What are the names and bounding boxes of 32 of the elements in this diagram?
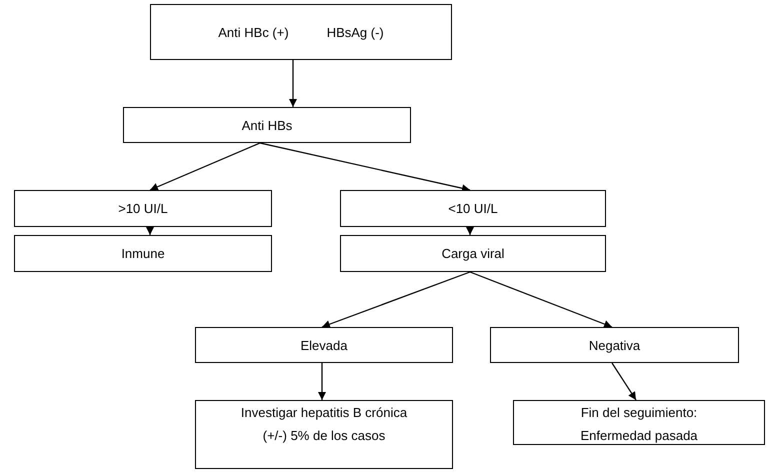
arrow	[612, 362, 636, 400]
box-label: <10 UI/L	[448, 201, 498, 216]
arrow	[289, 60, 297, 107]
arrow	[150, 142, 260, 191]
arrow	[260, 142, 470, 192]
box-label: (+/-) 5% de los casos	[262, 428, 386, 443]
box-label: Anti HBs	[242, 118, 292, 132]
process-box	[195, 327, 453, 363]
process-box	[513, 400, 765, 445]
box-label: Negativa	[588, 338, 640, 352]
process-box	[14, 190, 272, 227]
box-label: Enfermedad pasada	[580, 428, 698, 443]
box-label: Fin del seguimiento:	[580, 405, 698, 420]
process-box	[123, 107, 411, 143]
box-label: Investigar hepatitis B crónica	[240, 405, 408, 420]
process-box	[150, 4, 452, 60]
box-label: >10 UI/L	[118, 201, 168, 216]
process-box	[340, 235, 606, 272]
box-label: Carga viral	[442, 246, 504, 261]
arrow	[322, 271, 470, 328]
box-label: HBsAg (-)	[326, 24, 384, 40]
box-label: Elevada	[300, 338, 348, 352]
box-label: Inmune	[121, 246, 165, 261]
process-box	[14, 235, 272, 272]
process-box	[195, 400, 453, 469]
arrow	[318, 363, 326, 400]
process-box	[340, 190, 606, 227]
arrow	[146, 227, 154, 235]
arrow	[466, 227, 474, 235]
arrow	[470, 271, 612, 328]
process-box	[490, 327, 739, 363]
box-label: Anti HBc (+)	[218, 24, 289, 40]
